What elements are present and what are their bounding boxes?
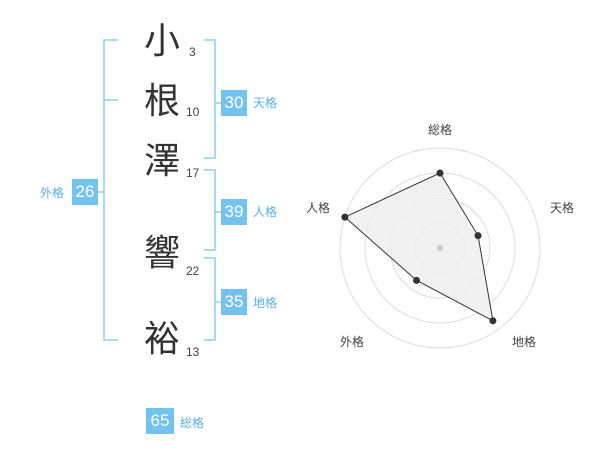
name-char-4: 響 bbox=[143, 233, 180, 274]
radar-point-3 bbox=[489, 317, 497, 325]
radar-point-1 bbox=[436, 169, 444, 177]
stroke-count-5: 13 bbox=[186, 345, 200, 359]
stroke-count-4: 22 bbox=[186, 264, 200, 278]
jinkaku-value: 39 bbox=[221, 199, 247, 225]
radar-point-5 bbox=[341, 213, 349, 221]
radar-point-4 bbox=[412, 276, 420, 284]
name-char-2: 根 bbox=[143, 81, 180, 122]
soukaku-label: 総格 bbox=[180, 416, 205, 430]
radar-point-2 bbox=[474, 232, 482, 240]
name-char-5: 裕 bbox=[143, 319, 180, 360]
stroke-count-3: 17 bbox=[186, 166, 200, 180]
radar-label-gaikaku: 外格 bbox=[340, 335, 365, 349]
chikaku-value: 35 bbox=[221, 289, 247, 315]
radar-polygon bbox=[343, 172, 494, 322]
radar-label-soukaku: 総格 bbox=[428, 123, 453, 137]
gaikaku-value: 26 bbox=[72, 179, 98, 205]
radar-label-jinkaku: 人格 bbox=[306, 201, 331, 215]
name-char-3: 澤 bbox=[143, 141, 180, 182]
soukaku-value: 65 bbox=[146, 408, 174, 434]
radar-label-tenkaku: 天格 bbox=[550, 201, 575, 215]
stroke-count-2: 10 bbox=[186, 105, 200, 119]
tenkaku-label: 天格 bbox=[253, 96, 278, 110]
stroke-count-1: 3 bbox=[189, 45, 196, 59]
tenkaku-value: 30 bbox=[221, 90, 247, 116]
jinkaku-label: 人格 bbox=[253, 205, 278, 219]
chikaku-label: 地格 bbox=[253, 296, 278, 310]
gaikaku-label: 外格 bbox=[40, 186, 65, 200]
radar-center bbox=[437, 245, 443, 251]
name-char-1: 小 bbox=[143, 21, 180, 62]
radar-label-chikaku: 地格 bbox=[512, 335, 537, 349]
radar-ring bbox=[339, 147, 541, 349]
